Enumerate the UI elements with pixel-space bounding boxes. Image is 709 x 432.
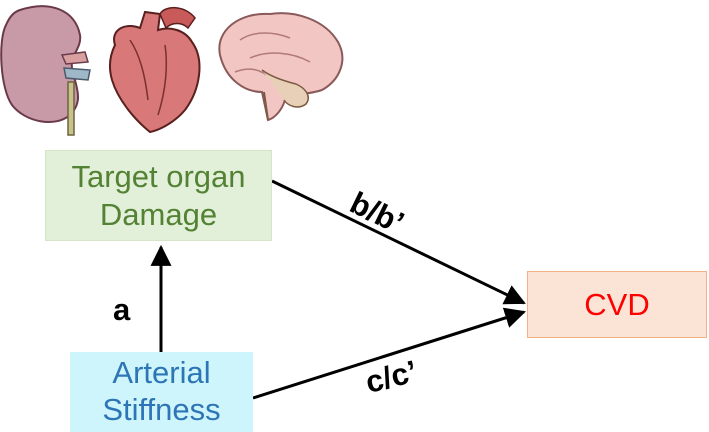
target-organ-line2: Damage xyxy=(99,196,218,232)
arterial-stiffness-node: Arterial Stiffness xyxy=(70,352,253,432)
organ-illustrations xyxy=(0,5,344,136)
cvd-node: CVD xyxy=(527,271,707,338)
arterial-line2: Stiffness xyxy=(102,392,221,427)
arrow-c xyxy=(252,307,527,400)
edge-label-a: a xyxy=(113,292,131,327)
arrow-b xyxy=(271,179,526,305)
kidney-icon xyxy=(0,5,91,136)
brain-icon xyxy=(218,12,344,122)
arterial-line1: Arterial xyxy=(112,355,211,391)
heart-icon xyxy=(108,7,201,134)
target-organ-line1: Target organ xyxy=(71,159,246,195)
cvd-label: CVD xyxy=(584,286,650,322)
target-organ-damage-node: Target organ Damage xyxy=(45,150,272,241)
